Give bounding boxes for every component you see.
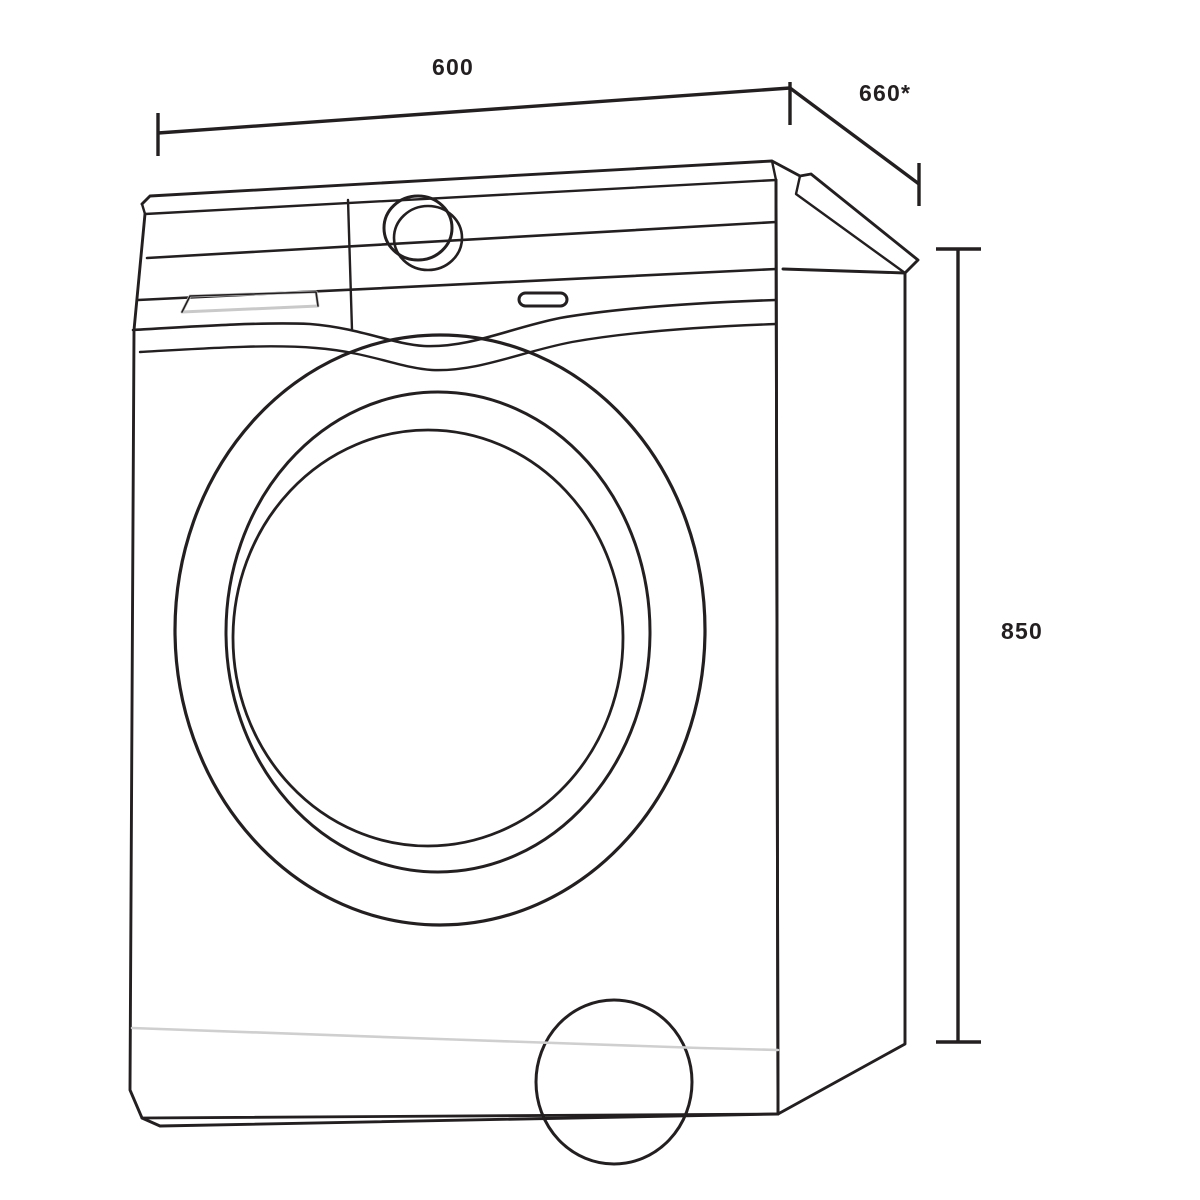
top-lid: [140, 159, 920, 275]
detergent-drawer-outline: [181, 291, 319, 313]
front-bottom-edge: [140, 1112, 780, 1120]
control-panel-divider: [346, 198, 354, 332]
height-dimension: [936, 247, 981, 1044]
fascia-upper-curve: [131, 298, 778, 348]
height-dimension-label: 850: [1001, 618, 1043, 644]
depth-dimension-line: [788, 86, 921, 186]
width-dimension-line: [157, 86, 791, 135]
width-dimension-label: 600: [432, 54, 474, 80]
top-lid-front-lip: [140, 159, 778, 216]
width-dimension: [156, 82, 792, 156]
depth-dimension: [788, 86, 921, 206]
control-knob-shadow: [392, 204, 464, 272]
depth-dimension-label: 660*: [859, 80, 912, 106]
top-lid-right-edge: [794, 174, 907, 275]
door-outer-ring: [173, 333, 707, 927]
plinth-seam: [130, 1026, 780, 1052]
door-glass[interactable]: [231, 428, 625, 848]
fascia-lower-curve: [138, 322, 778, 372]
door-inner-ring: [224, 390, 652, 874]
filter-access-flap[interactable]: [534, 998, 694, 1166]
display-button[interactable]: [517, 291, 569, 308]
right-side-panel: [774, 178, 907, 1116]
control-knob[interactable]: [382, 194, 454, 262]
